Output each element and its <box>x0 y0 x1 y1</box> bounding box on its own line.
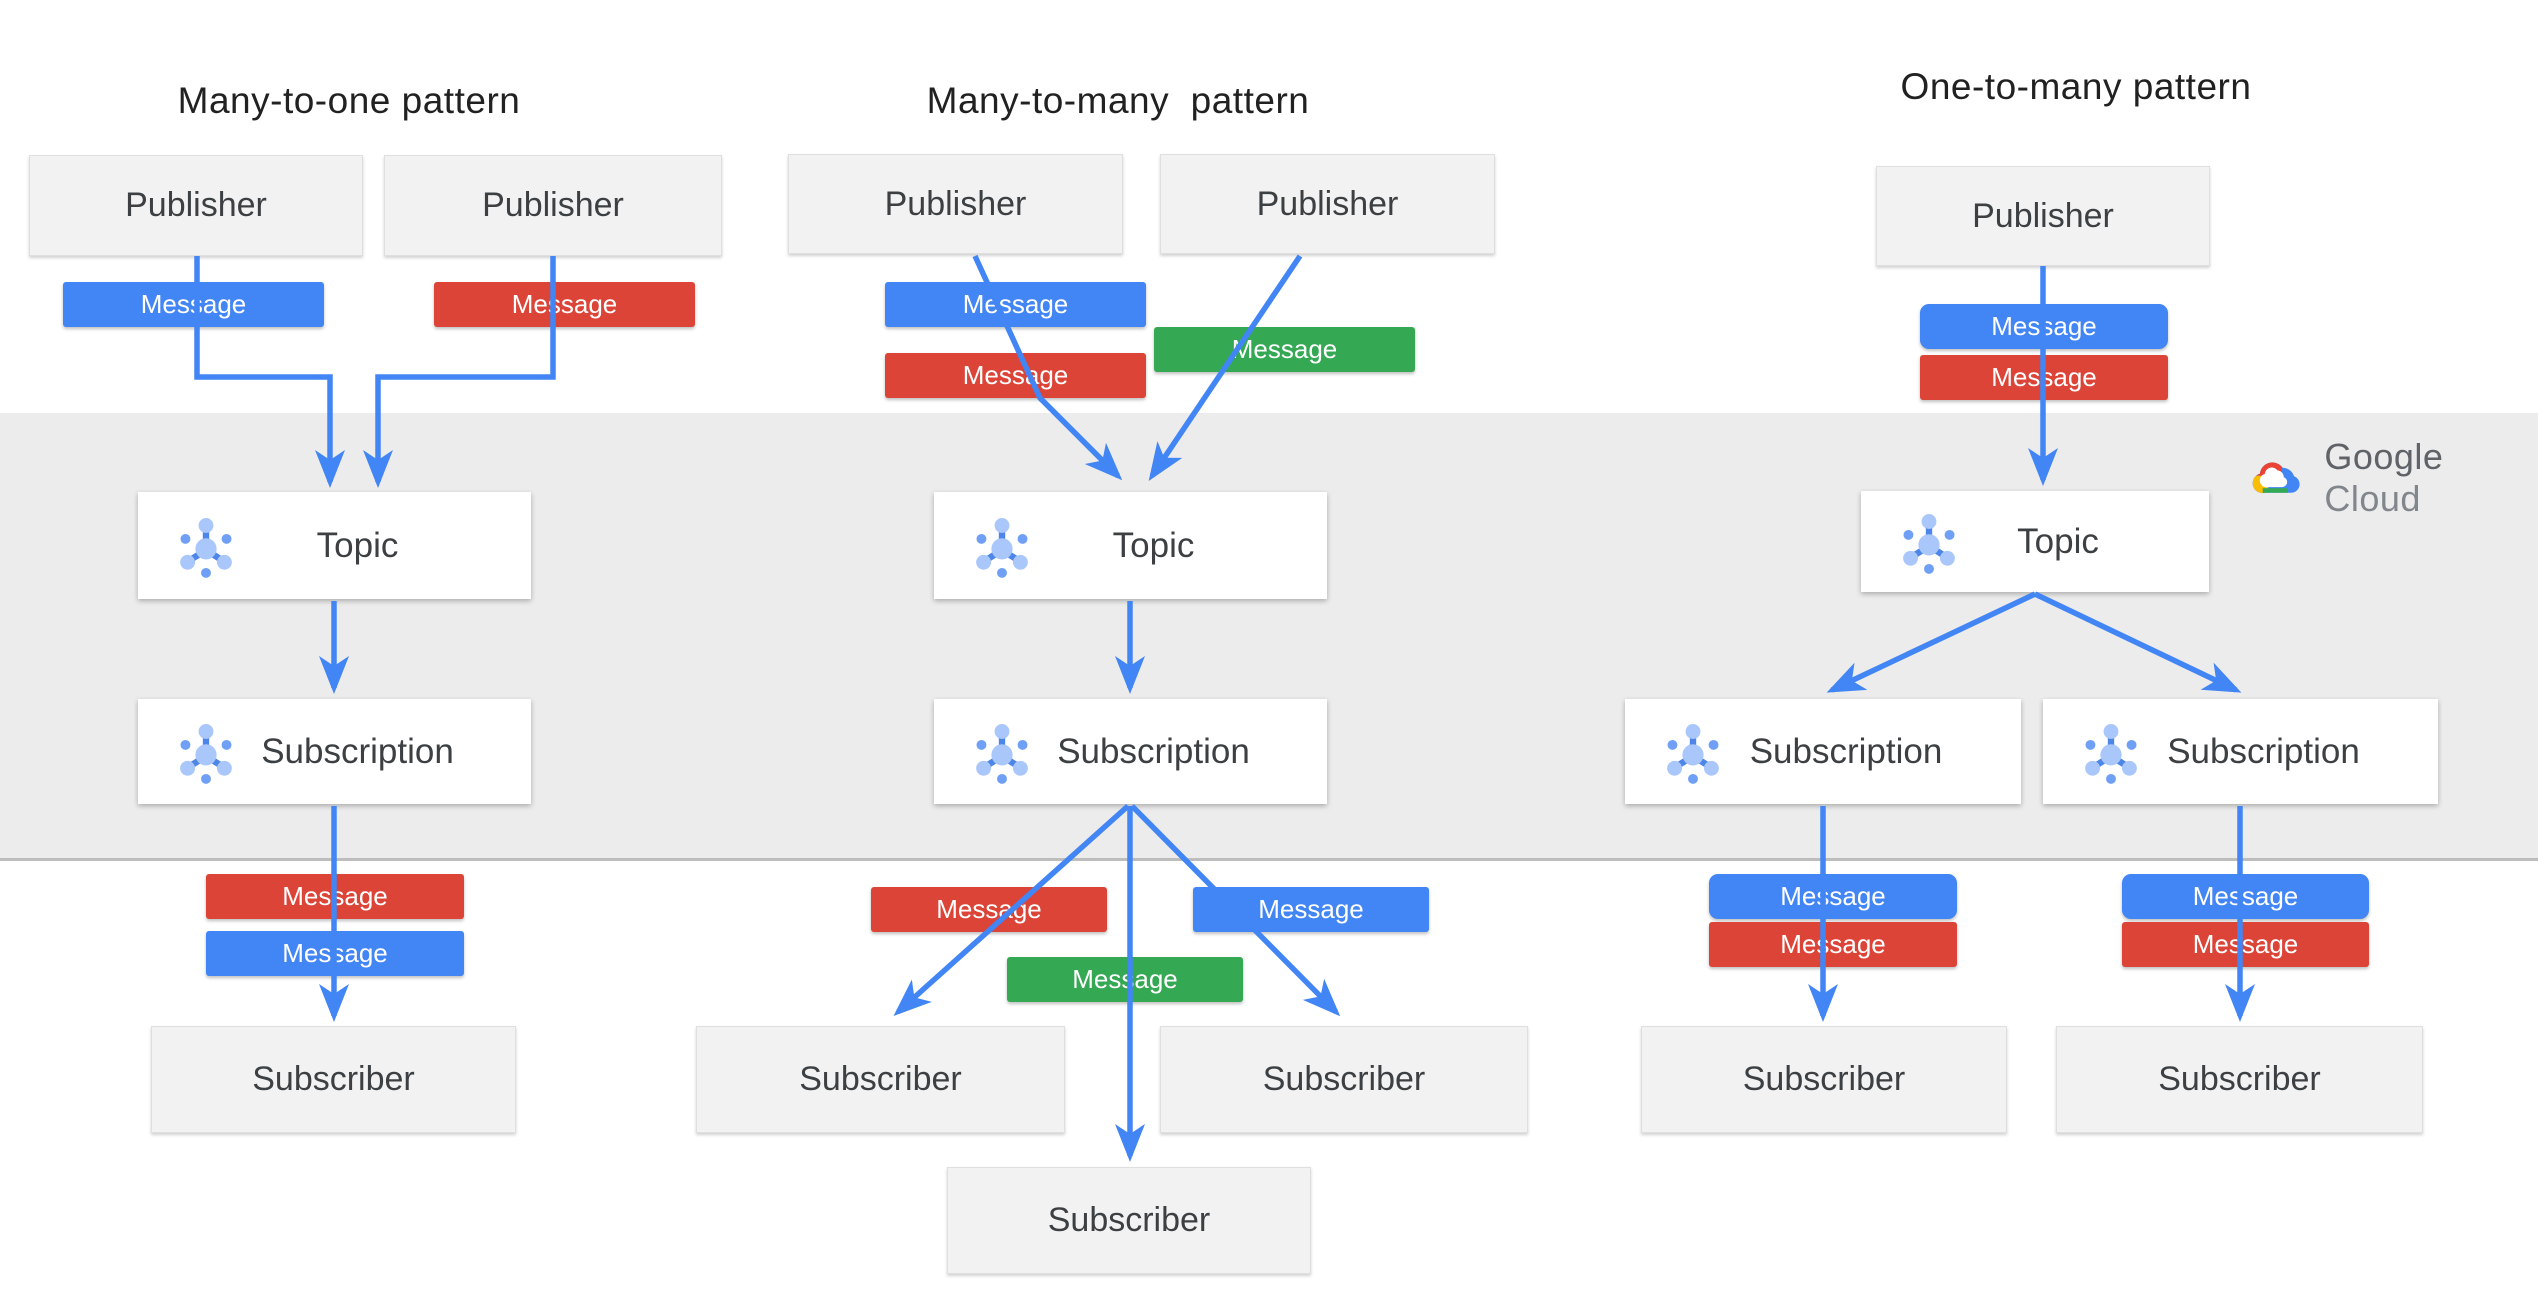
message-label: Message <box>1991 362 2097 392</box>
message-label: Message <box>1231 334 1338 364</box>
topic-label: Topic <box>1112 525 1195 565</box>
topic-box: Topic <box>138 492 531 599</box>
subscription-label: Subscription <box>1749 731 1943 771</box>
pattern-title-one-to-many: One-to-many pattern <box>1900 66 2252 107</box>
subscription-label: Subscription <box>2167 731 2360 771</box>
message-badge: Message <box>1709 874 1957 919</box>
publisher-box: Publisher <box>1160 154 1495 254</box>
subscriber-box: Subscriber <box>947 1167 1311 1274</box>
message-badge: Message <box>2122 874 2369 919</box>
pattern-title-many-to-many: Many-to-many pattern <box>926 80 1310 121</box>
message-label: Message <box>511 289 618 319</box>
subscriber-box: Subscriber <box>696 1026 1065 1133</box>
publisher-box: Publisher <box>384 155 722 256</box>
subscription-label: Subscription <box>261 731 454 771</box>
message-label: Message <box>1780 929 1886 959</box>
pubsub-icon <box>2077 718 2145 786</box>
message-label: Message <box>936 894 1042 924</box>
publisher-label: Publisher <box>1256 184 1399 223</box>
google-cloud-logo: Google Cloud <box>2248 436 2538 520</box>
subscriber-box: Subscriber <box>1160 1026 1528 1133</box>
pubsub-icon <box>1895 508 1963 576</box>
message-badge: Message <box>1709 922 1957 967</box>
publisher-box: Publisher <box>29 155 363 256</box>
message-badge: Message <box>1154 327 1415 372</box>
pubsub-icon <box>968 512 1036 580</box>
pubsub-icon <box>172 512 240 580</box>
pubsub-icon <box>968 718 1036 786</box>
publisher-label: Publisher <box>884 184 1027 223</box>
publisher-label: Publisher <box>1972 196 2114 235</box>
google-cloud-icon <box>2252 462 2300 494</box>
subscription-box: Subscription <box>934 699 1327 804</box>
message-badge: Message <box>1193 887 1429 932</box>
subscriber-label: Subscriber <box>799 1060 962 1098</box>
logo-google-text: Google <box>2324 436 2444 477</box>
message-badge: Message <box>63 282 324 327</box>
subscriber-label: Subscriber <box>1742 1060 1906 1098</box>
subscriber-label: Subscriber <box>2158 1060 2321 1098</box>
subscriber-label: Subscriber <box>252 1060 415 1098</box>
message-badge: Message <box>1920 304 2168 349</box>
publisher-label: Publisher <box>125 186 267 224</box>
message-badge: Message <box>434 282 695 327</box>
message-badge: Message <box>885 353 1146 398</box>
topic-box: Topic <box>934 492 1327 599</box>
message-label: Message <box>1991 311 2097 341</box>
message-label: Message <box>1258 894 1364 924</box>
message-label: Message <box>140 289 247 319</box>
subscription-box: Subscription <box>2043 699 2438 804</box>
topic-label: Topic <box>2017 521 2099 561</box>
message-badge: Message <box>206 931 464 976</box>
subscription-label: Subscription <box>1057 731 1250 771</box>
message-badge: Message <box>206 874 464 919</box>
subscriber-box: Subscriber <box>2056 1026 2423 1133</box>
pattern-title-many-to-one: Many-to-one pattern <box>177 80 521 121</box>
message-label: Message <box>282 881 388 911</box>
message-label: Message <box>2192 881 2299 911</box>
message-label: Message <box>2192 929 2299 959</box>
message-label: Message <box>962 289 1069 319</box>
subscription-box: Subscription <box>138 699 531 804</box>
subscriber-label: Subscriber <box>1262 1060 1426 1098</box>
pubsub-icon <box>1659 718 1727 786</box>
subscriber-box: Subscriber <box>151 1026 516 1133</box>
message-label: Message <box>962 360 1069 390</box>
message-badge: Message <box>1007 957 1243 1002</box>
subscriber-label: Subscriber <box>1047 1201 1211 1239</box>
logo-cloud-word: Cloud <box>2324 478 2421 519</box>
message-label: Message <box>1780 881 1886 911</box>
message-badge: Message <box>1920 355 2168 400</box>
publisher-box: Publisher <box>1876 166 2210 266</box>
topic-label: Topic <box>316 525 399 565</box>
message-badge: Message <box>885 282 1146 327</box>
subscription-box: Subscription <box>1625 699 2021 804</box>
topic-box: Topic <box>1861 491 2209 592</box>
publisher-box: Publisher <box>788 154 1123 254</box>
pubsub-icon <box>172 718 240 786</box>
message-badge: Message <box>871 887 1107 932</box>
message-label: Message <box>1072 964 1178 994</box>
message-label: Message <box>282 938 388 968</box>
subscriber-box: Subscriber <box>1641 1026 2007 1133</box>
publisher-label: Publisher <box>482 186 624 224</box>
message-badge: Message <box>2122 922 2369 967</box>
